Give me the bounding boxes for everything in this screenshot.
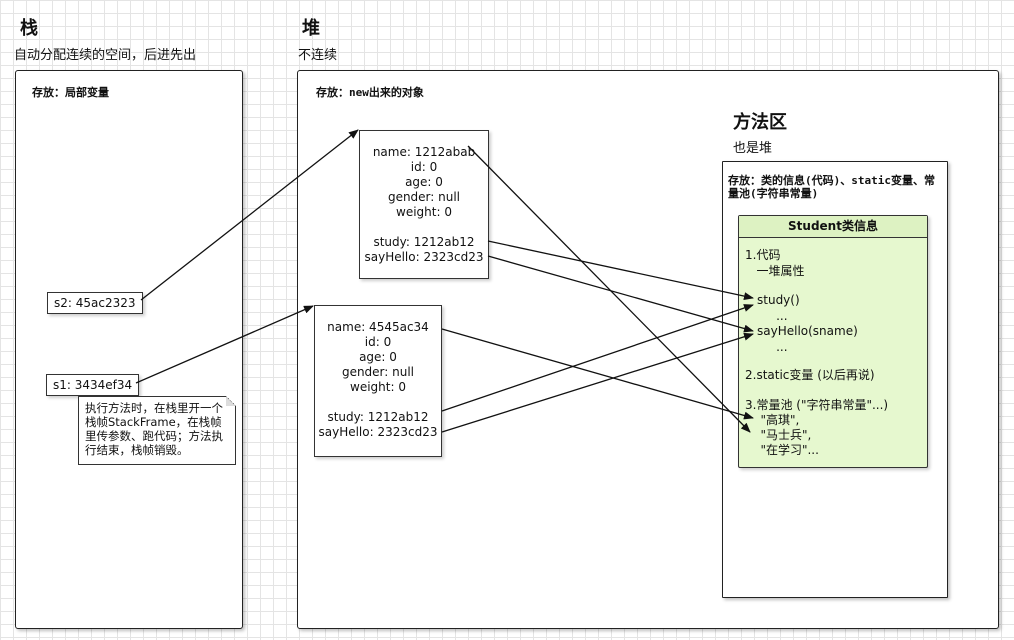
stack-ref-s1: s1: 3434ef34 [46,374,140,396]
pool-string-2: "马士兵", [749,428,812,442]
sayhello-method: sayHello(sname) [757,324,858,338]
object-field: id: 0 [364,335,392,349]
object-field: study: 1212ab12 [373,235,475,249]
arrow-obj2-name [441,328,754,420]
arrow-s2-to-object1 [140,129,359,301]
object-field: gender: null [341,365,415,379]
heap-title: 堆 [302,18,320,39]
object-field: gender: null [387,190,461,204]
arrow-obj1-study [487,240,754,301]
object-field: id: 0 [410,160,438,174]
stack-panel: 存放：局部变量 [15,70,243,629]
arrow-s1-to-object2 [135,305,314,384]
object-field: name: 1212abab [372,145,476,159]
student-class-box: Student类信息 1.代码 一堆属性 study() ... sayHell… [738,215,928,468]
pool-string-3: "在学习"... [749,443,819,457]
note-text: 执行方法时，在栈里开一个栈帧StackFrame，在栈帧里传参数、跑代码；方法执… [85,401,223,457]
props-label: 一堆属性 [745,264,805,278]
stack-label: 存放：局部变量 [32,86,109,99]
stack-frame-note: 执行方法时，在栈里开一个栈帧StackFrame，在栈帧里传参数、跑代码；方法执… [78,396,236,465]
heap-object-2: name: 4545ac34 id: 0 age: 0 gender: null… [314,305,442,457]
object-field: age: 0 [359,350,397,364]
object-field: sayHello: 2323cd23 [364,250,484,264]
object-field: name: 4545ac34 [327,320,429,334]
stack-ref-s2: s2: 45ac2323 [47,292,143,314]
heap-subtitle: 不连续 [298,48,338,63]
ellipsis-2: ... [757,340,788,354]
pool-label: 3.常量池 ("字符串常量"...) [745,398,889,412]
heap-label: 存放：new出来的对象 [316,86,424,99]
code-label: 1.代码 [745,248,781,262]
arrow-obj1-name [467,145,751,433]
stack-subtitle: 自动分配连续的空间，后进先出 [14,48,197,63]
pool-string-1: "高琪", [749,413,800,427]
note-fold-icon [226,396,236,406]
object-field: study: 1212ab12 [327,410,429,424]
object-field: weight: 0 [350,380,406,394]
method-area-title: 方法区 [733,112,787,133]
stack-title: 栈 [20,18,38,39]
object-field: sayHello: 2323cd23 [318,425,438,439]
object-field: weight: 0 [396,205,452,219]
ellipsis-1: ... [757,309,788,323]
class-title: Student类信息 [739,216,927,238]
object-field: age: 0 [405,175,443,189]
study-method: study() [757,293,800,307]
method-area-label: 存放：类的信息(代码)、static变量、常量池(字符串常量) [728,174,935,200]
heap-object-1: name: 1212abab id: 0 age: 0 gender: null… [359,130,489,279]
arrow-obj2-sayhello [441,332,754,433]
arrow-obj2-study [441,304,754,412]
arrow-obj1-sayhello [487,255,754,333]
static-label: 2.static变量 (以后再说) [745,368,875,382]
method-area-subtitle: 也是堆 [733,141,773,156]
